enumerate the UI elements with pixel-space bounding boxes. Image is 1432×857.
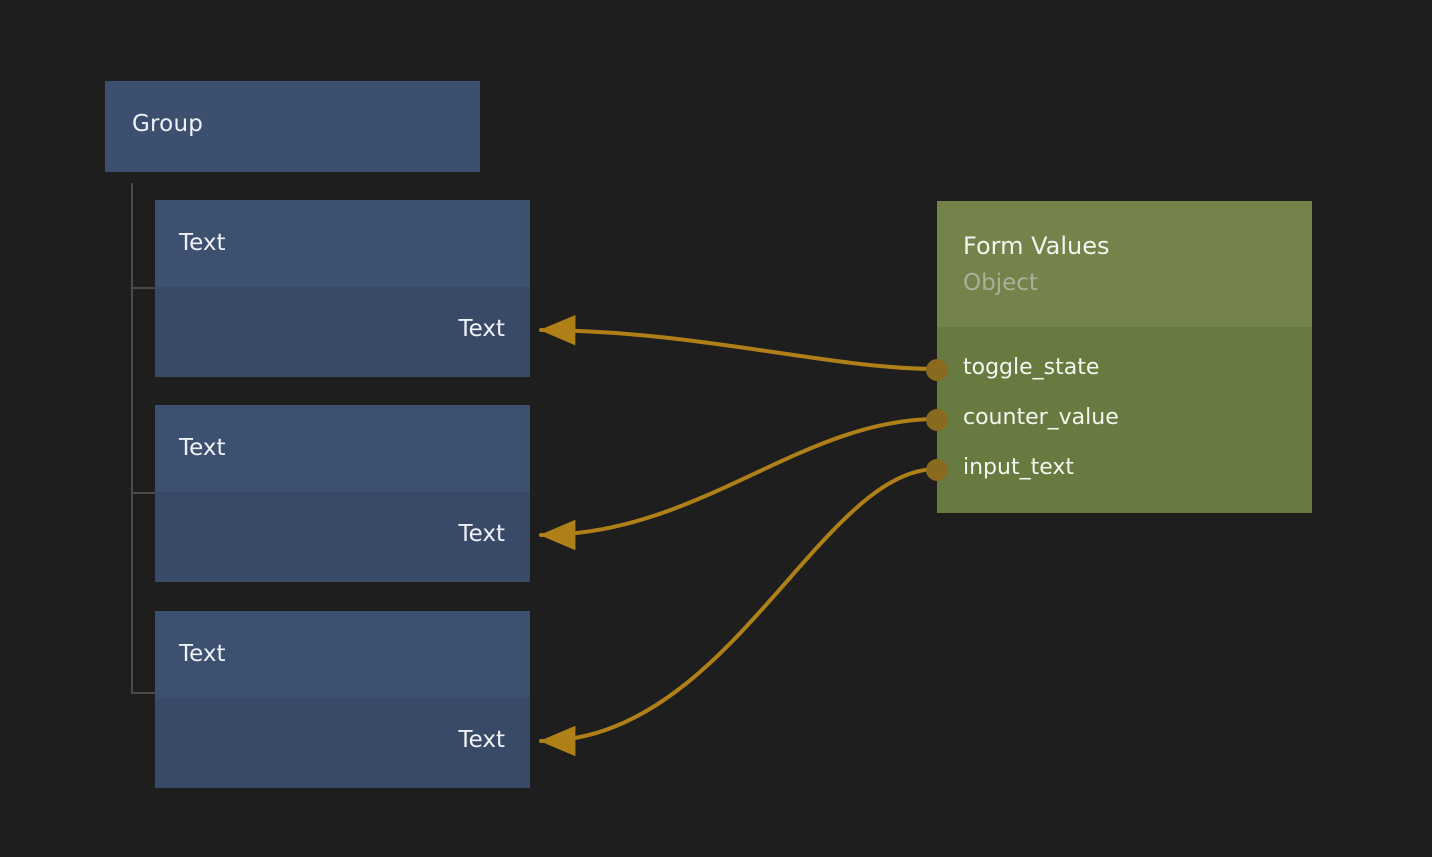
child-node-1-header-label: Text [179,230,226,256]
child-node-2-header-label: Text [179,435,226,461]
child-node-1-header[interactable]: Text [155,200,530,287]
group-node-title: Group [132,111,204,137]
object-node-subtitle: Object [963,270,1038,296]
child-node-2-port-label: Text [458,521,505,547]
child-node-2-body[interactable]: Text [155,492,530,582]
edge-toggle-state [539,315,939,371]
port-dot-icon[interactable] [926,459,948,481]
child-node-3-header-label: Text [179,641,226,667]
object-node-form-values[interactable]: Form Values Object toggle_state counter_… [926,201,1312,513]
tree-connector-stub-3 [131,692,157,694]
port-dot-icon[interactable] [926,359,948,381]
group-node[interactable]: Group [105,81,480,172]
child-node-3[interactable]: Text Text [155,611,530,788]
edge-counter-value [539,417,939,551]
object-port-label-counter-value: counter_value [963,405,1119,430]
object-port-row-input-text[interactable]: input_text [926,445,1312,495]
object-node-header[interactable]: Form Values Object [937,201,1312,327]
object-port-label-input-text: input_text [963,455,1075,480]
child-node-1-body[interactable]: Text [155,287,530,377]
port-dot-icon[interactable] [926,409,948,431]
tree-connector-spine [131,183,133,694]
tree-connector-stub-1 [131,287,157,289]
object-port-label-toggle-state: toggle_state [963,355,1100,380]
child-node-3-body[interactable]: Text [155,698,530,788]
child-node-1[interactable]: Text Text [155,200,530,377]
edge-input-text [539,467,939,757]
object-node-title: Form Values [963,232,1110,260]
object-port-row-toggle-state[interactable]: toggle_state [926,345,1312,395]
child-node-1-port-label: Text [458,316,505,342]
child-node-3-header[interactable]: Text [155,611,530,698]
object-port-row-counter-value[interactable]: counter_value [926,395,1312,445]
child-node-3-port-label: Text [458,727,505,753]
object-node-body: toggle_state counter_value input_text [926,327,1312,513]
child-node-2[interactable]: Text Text [155,405,530,582]
child-node-2-header[interactable]: Text [155,405,530,492]
tree-connector-stub-2 [131,492,157,494]
